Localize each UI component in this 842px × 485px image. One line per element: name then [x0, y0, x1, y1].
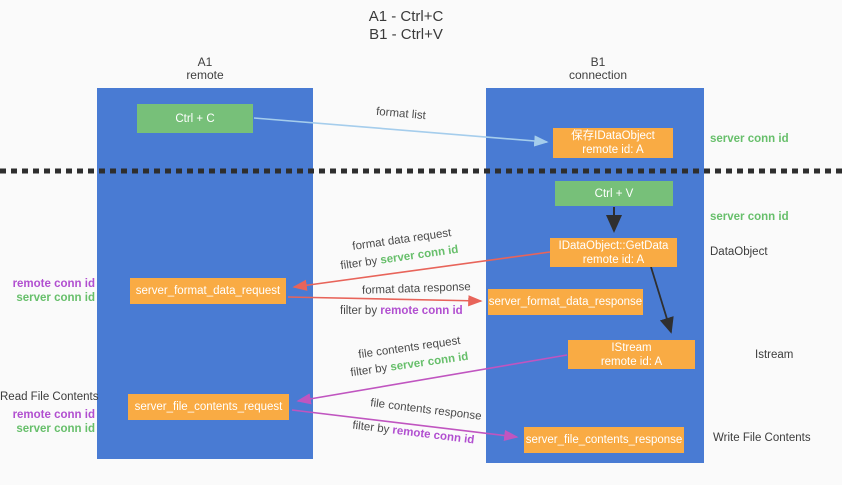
- title-line-ctrl-v: B1 - Ctrl+V: [369, 26, 443, 43]
- server-conn-id-annotation-top: server conn id: [710, 133, 789, 145]
- remote-conn-id-highlight: remote conn id: [380, 305, 463, 317]
- lane-b-header: B1 connection: [538, 56, 658, 82]
- title-line-ctrl-c: A1 - Ctrl+C: [368, 8, 444, 25]
- format-response-filter-label: filter by remote conn id: [340, 305, 463, 317]
- server-conn-id-annotation-mid: server conn id: [710, 211, 789, 223]
- save-idataobject-title: 保存IDataObject: [571, 130, 655, 142]
- istream-title: IStream: [611, 341, 652, 354]
- ctrl-c-node: Ctrl + C: [137, 104, 253, 133]
- lane-b-id: B1: [590, 55, 606, 69]
- save-idataobject-remote-id: remote id: A: [582, 144, 644, 156]
- filter-by-text: filter by: [351, 419, 394, 437]
- format-data-response-label: format data response: [361, 281, 471, 297]
- getdata-remote-id: remote id: A: [582, 253, 645, 266]
- server-conn-id-annotation-file: server conn id: [16, 423, 95, 435]
- lane-b-role: connection: [568, 68, 628, 82]
- server-file-contents-response-node: server_file_contents_response: [524, 427, 684, 453]
- filter-by-text: filter by: [339, 254, 382, 273]
- lane-a-id: A1: [197, 55, 213, 69]
- ctrl-v-node: Ctrl + V: [555, 181, 673, 206]
- arrow-format-data-response: [287, 295, 483, 307]
- istream-remote-id: remote id: A: [600, 355, 663, 368]
- save-idataobject-node: 保存IDataObject remote id: A: [553, 128, 673, 158]
- server-format-data-response-node: server_format_data_response: [488, 289, 643, 315]
- write-file-contents-annotation: Write File Contents: [713, 432, 811, 444]
- remote-conn-id-highlight: remote conn id: [391, 424, 475, 447]
- getdata-node: IDataObject::GetData remote id: A: [550, 238, 677, 267]
- filter-by-text: filter by: [349, 361, 392, 380]
- file-response-filter-label: filter by remote conn id: [352, 420, 475, 447]
- format-list-label: format list: [375, 105, 427, 123]
- lane-a-header: A1 remote: [145, 56, 265, 82]
- lane-a-role: remote: [186, 68, 224, 82]
- dataobject-annotation: DataObject: [710, 246, 768, 258]
- istream-annotation: Istream: [755, 349, 794, 361]
- read-file-contents-annotation: Read File Contents: [0, 391, 99, 403]
- file-contents-response-label: file contents response: [369, 397, 483, 423]
- istream-node: IStream remote id: A: [568, 340, 695, 369]
- diagram-title: A1 - Ctrl+C B1 - Ctrl+V: [296, 8, 516, 44]
- remote-conn-id-annotation-file: remote conn id: [12, 409, 95, 421]
- getdata-title: IDataObject::GetData: [558, 239, 669, 252]
- server-format-data-request-node: server_format_data_request: [130, 278, 286, 304]
- filter-by-text: filter by: [340, 305, 381, 317]
- remote-conn-id-annotation-format: remote conn id: [12, 278, 95, 290]
- server-file-contents-request-node: server_file_contents_request: [128, 394, 289, 420]
- server-conn-id-annotation-format: server conn id: [16, 292, 95, 304]
